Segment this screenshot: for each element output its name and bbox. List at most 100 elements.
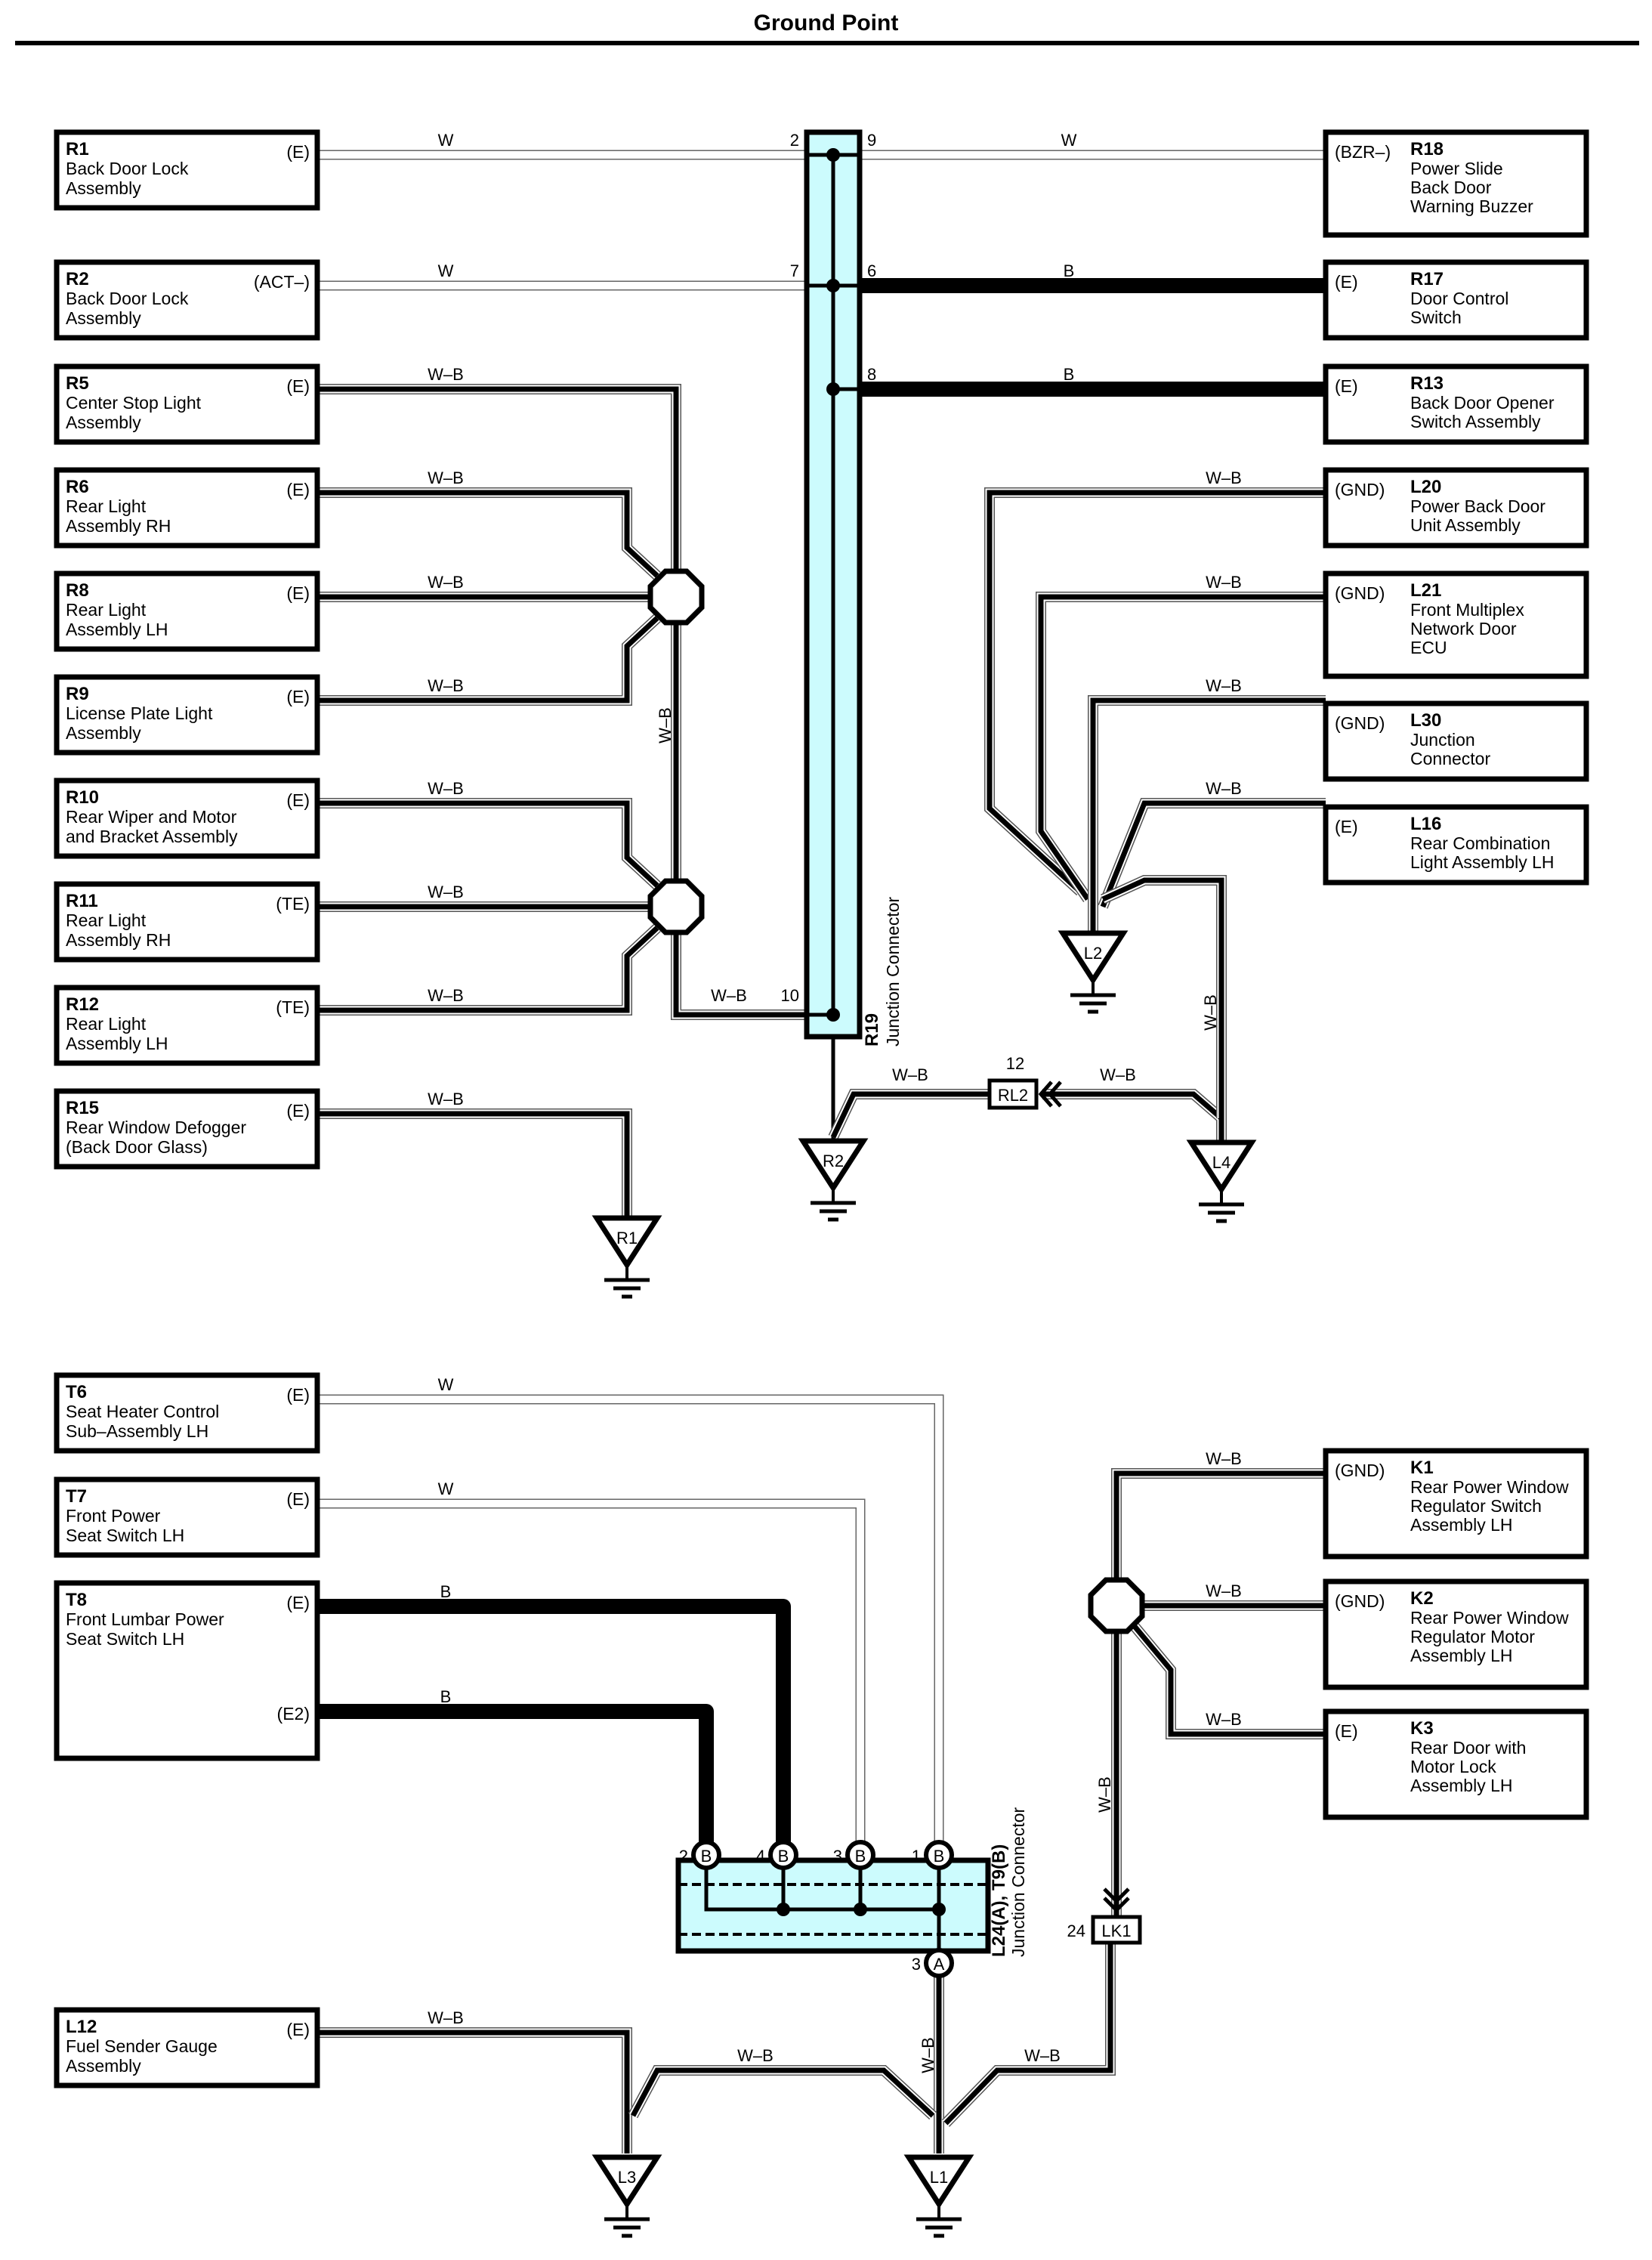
wire-color-label: W–B xyxy=(1024,2046,1061,2065)
component-box xyxy=(54,1580,320,1761)
component-t7[interactable] xyxy=(54,1476,320,1558)
component-name-line: Assembly LH xyxy=(1410,1515,1512,1535)
component-name-line: Switch Assembly xyxy=(1410,412,1541,431)
component-id: R18 xyxy=(1410,139,1444,159)
arrow-icon xyxy=(1103,1897,1130,1913)
component-name-line: Motor Lock xyxy=(1410,1757,1496,1776)
component-r6[interactable] xyxy=(54,467,320,549)
wire-l3-l1-wb xyxy=(628,2065,937,2120)
component-l30[interactable] xyxy=(1323,700,1589,782)
wire-r15-wb xyxy=(317,1108,632,1218)
component-name-line: ECU xyxy=(1410,638,1447,657)
component-id: R13 xyxy=(1410,373,1444,394)
junction-node xyxy=(826,382,840,396)
ground-point-l1 xyxy=(903,2154,974,2238)
component-r13[interactable] xyxy=(1323,363,1589,445)
component-t6[interactable] xyxy=(54,1372,320,1454)
wire-color-label: W–B xyxy=(1206,676,1242,695)
component-box xyxy=(54,259,320,341)
wire-color-label: W–B xyxy=(428,1090,464,1108)
inline-connector-rl2 xyxy=(987,1078,1062,1110)
component-name-line: Rear Light xyxy=(66,1014,147,1034)
wire-color-label: W–B xyxy=(1201,994,1220,1031)
wire-color-label: W–B xyxy=(737,2046,774,2065)
wire-color-label: W–B xyxy=(1206,779,1242,798)
component-r15[interactable] xyxy=(54,1088,320,1170)
component-name-line: Warning Buzzer xyxy=(1410,196,1533,216)
component-id: L16 xyxy=(1410,814,1441,834)
wire-color-label: W xyxy=(1061,131,1077,150)
component-name-line: Center Stop Light xyxy=(66,393,202,413)
component-name-line: Sub–Assembly LH xyxy=(66,1421,208,1441)
wire-t6-w xyxy=(317,1394,944,1844)
component-id: R11 xyxy=(66,891,98,911)
ground-triangle xyxy=(903,2154,974,2209)
terminal-label: (E) xyxy=(286,1593,310,1612)
pin-number: 9 xyxy=(867,131,876,150)
terminal-label: (GND) xyxy=(1335,1591,1385,1611)
wire-t8-e-b xyxy=(317,1599,791,1844)
wire-rl2-r2-wb xyxy=(828,1089,990,1139)
junction-node xyxy=(826,279,840,292)
component-id: R8 xyxy=(66,580,89,601)
inline-connector-lk1 xyxy=(1091,1887,1142,1945)
junction-name: Junction Connector xyxy=(1008,1807,1028,1957)
component-r2[interactable] xyxy=(54,259,320,341)
terminal-label: (E) xyxy=(286,790,310,810)
component-r18[interactable] xyxy=(1323,129,1589,238)
pin-number: 1 xyxy=(912,1847,921,1866)
pin-number: 12 xyxy=(1006,1054,1024,1073)
component-k3[interactable] xyxy=(1323,1708,1589,1820)
component-box xyxy=(1323,1448,1589,1560)
component-id: R12 xyxy=(66,994,99,1015)
wire-r9-wb xyxy=(317,614,661,706)
component-r8[interactable] xyxy=(54,570,320,652)
component-name-line: Regulator Switch xyxy=(1410,1496,1542,1516)
component-k2[interactable] xyxy=(1323,1578,1589,1690)
pin-number: 7 xyxy=(790,261,799,280)
component-l21[interactable] xyxy=(1323,570,1589,679)
component-r11[interactable] xyxy=(54,881,320,963)
component-r1[interactable] xyxy=(54,129,320,211)
wire-rl2-l4-wb xyxy=(1042,1089,1227,1142)
wire-l16-wb-b xyxy=(1101,875,1227,1118)
component-box xyxy=(54,778,320,859)
component-name-line: Rear Wiper and Motor xyxy=(66,807,237,827)
component-r12[interactable] xyxy=(54,985,320,1066)
connector-pin xyxy=(924,1840,954,1870)
wire-color-label: W xyxy=(438,1375,454,1394)
component-t8[interactable]: (E2) xyxy=(54,1580,320,1761)
component-l20[interactable] xyxy=(1323,467,1589,549)
component-name-line: Rear Power Window xyxy=(1410,1608,1569,1628)
component-r5[interactable] xyxy=(54,363,320,445)
component-name-line: (Back Door Glass) xyxy=(66,1137,208,1157)
wires-layer xyxy=(317,150,1326,2153)
component-id: T8 xyxy=(66,1590,87,1610)
wire-color-label: B xyxy=(440,1687,452,1706)
component-r9[interactable] xyxy=(54,674,320,756)
component-box xyxy=(54,2007,320,2088)
component-name-line: Assembly LH xyxy=(1410,1646,1512,1665)
ground-point-l4 xyxy=(1186,1139,1257,1223)
component-box xyxy=(54,570,320,652)
wire-l30-wb xyxy=(1088,695,1326,931)
component-l16[interactable] xyxy=(1323,804,1589,886)
component-name-line: Power Slide xyxy=(1410,159,1503,178)
wire-t8-e2-b xyxy=(317,1704,714,1844)
component-box xyxy=(1323,570,1589,679)
component-box xyxy=(1323,1578,1589,1690)
component-id: K2 xyxy=(1410,1588,1434,1609)
wire-t7-w xyxy=(317,1498,866,1844)
ground-triangle xyxy=(591,1215,662,1270)
wire-l21-wb xyxy=(1036,592,1326,902)
wire-r6-wb xyxy=(317,487,661,580)
terminal-label: (E) xyxy=(286,1385,310,1405)
component-k1[interactable] xyxy=(1323,1448,1589,1560)
component-name-line: Seat Heater Control xyxy=(66,1402,219,1421)
component-r10[interactable] xyxy=(54,778,320,859)
junction-node xyxy=(854,1903,867,1916)
component-box xyxy=(54,1476,320,1558)
component-l12[interactable] xyxy=(54,2007,320,2088)
ground-triangle xyxy=(798,1138,869,1193)
component-r17[interactable] xyxy=(1323,259,1589,341)
